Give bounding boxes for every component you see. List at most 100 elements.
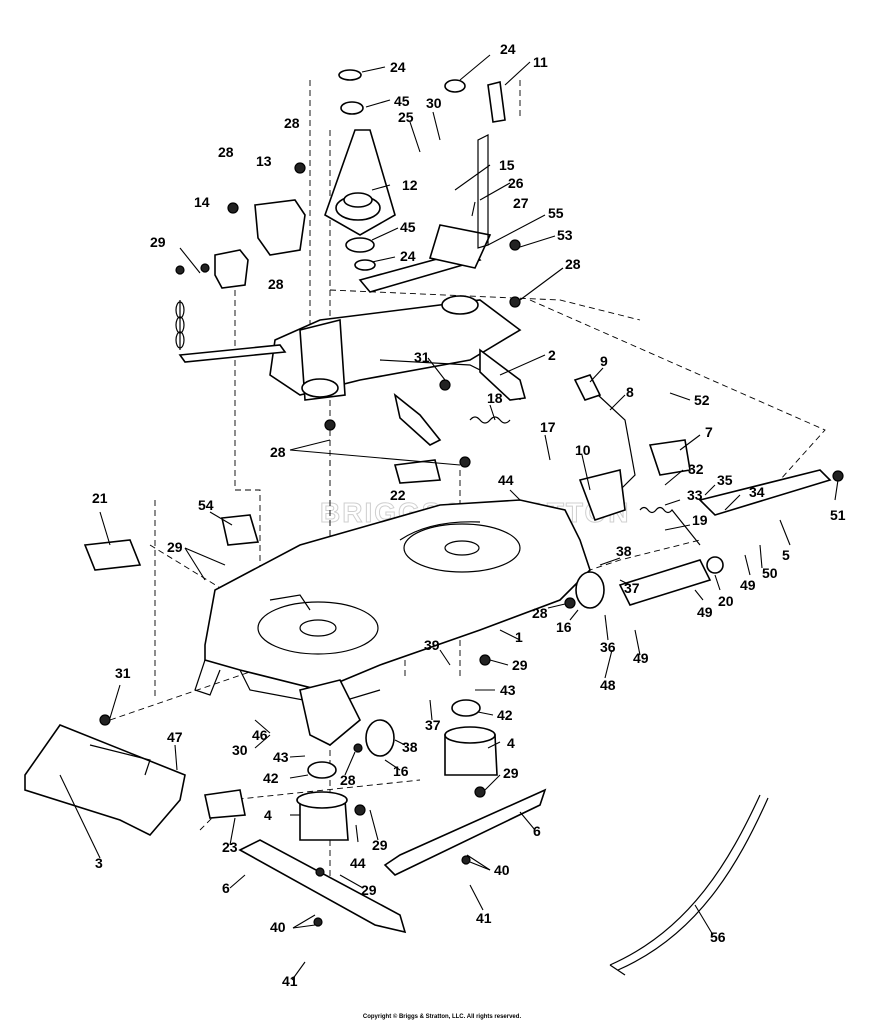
callout-label: 29 [503, 765, 519, 781]
callout-labels: 24 11 24 45 30 25 28 28 15 12 26 13 27 1… [92, 41, 846, 989]
callout-label: 4 [507, 735, 515, 751]
callout-label: 30 [232, 742, 248, 758]
callout-label: 35 [717, 472, 733, 488]
callout-label: 17 [540, 419, 556, 435]
callout-label: 27 [513, 195, 529, 211]
callout-label: 32 [688, 461, 704, 477]
fasteners [99, 162, 844, 927]
callout-label: 45 [400, 219, 416, 235]
callout-label: 24 [400, 248, 416, 264]
decals [83, 459, 442, 819]
callout-label: 37 [425, 717, 441, 733]
callout-label: 31 [414, 349, 430, 365]
blade-spindles [296, 699, 498, 841]
idler-arm [324, 129, 396, 236]
callout-label: 28 [218, 144, 234, 160]
callout-label: 6 [533, 823, 541, 839]
callout-label: 15 [499, 157, 515, 173]
callout-label: 24 [390, 59, 406, 75]
anti-scalp-rollers [299, 571, 605, 757]
lift-lever [573, 374, 636, 522]
callout-label: 11 [533, 54, 548, 70]
callout-label: 51 [830, 507, 846, 523]
callout-label: 24 [500, 41, 516, 57]
callout-label: 25 [398, 109, 414, 125]
callout-label: 29 [512, 657, 528, 673]
callout-label: 20 [718, 593, 734, 609]
callout-label: 28 [270, 444, 286, 460]
callout-label: 44 [350, 855, 366, 871]
assembly-guide-lines [109, 80, 826, 900]
callout-label: 49 [740, 577, 756, 593]
mounting-brackets [214, 199, 306, 289]
callout-label: 16 [393, 763, 409, 779]
callout-label: 28 [284, 115, 300, 131]
callout-label: 28 [565, 256, 581, 272]
callout-label: 8 [626, 384, 634, 400]
mower-blades [238, 788, 547, 934]
copyright-notice: Copyright © Briggs & Stratton, LLC. All … [362, 1014, 522, 1020]
callout-label: 36 [600, 639, 616, 655]
callout-label: 37 [624, 580, 640, 596]
retaining-rings [338, 69, 466, 271]
deck-housing [194, 499, 591, 706]
lift-chain [175, 300, 287, 363]
callout-label: 42 [497, 707, 513, 723]
callout-label: 29 [167, 539, 183, 555]
callout-label: 43 [273, 749, 289, 765]
callout-label: 40 [494, 862, 510, 878]
callout-label: 38 [616, 543, 632, 559]
callout-label: 48 [600, 677, 616, 693]
callout-label: 56 [710, 929, 726, 945]
callout-label: 43 [500, 682, 516, 698]
callout-label: 23 [222, 839, 238, 855]
callout-label: 47 [167, 729, 183, 745]
callout-label: 28 [532, 605, 548, 621]
callout-label: 41 [476, 910, 492, 926]
callout-label: 55 [548, 205, 564, 221]
callout-label: 18 [487, 390, 503, 406]
callout-label: 34 [749, 484, 765, 500]
callout-label: 41 [282, 973, 298, 989]
callout-label: 10 [575, 442, 591, 458]
callout-label: 29 [361, 882, 377, 898]
callout-label: 21 [92, 490, 108, 506]
callout-label: 49 [697, 604, 713, 620]
callout-leaders [59, 54, 839, 981]
callout-label: 53 [557, 227, 573, 243]
bracket-7 [648, 439, 691, 476]
callout-label: 50 [762, 565, 778, 581]
callout-label: 42 [263, 770, 279, 786]
callout-label: 28 [340, 772, 356, 788]
callout-label: 46 [252, 727, 268, 743]
callout-label: 4 [264, 807, 272, 823]
callout-label: 29 [150, 234, 166, 250]
discharge-chute [24, 724, 186, 836]
springs [469, 416, 701, 546]
callout-label: 6 [222, 880, 230, 896]
callout-label: 1 [515, 629, 523, 645]
adjuster-bar [618, 469, 832, 606]
callout-label: 3 [95, 855, 103, 871]
callout-label: 45 [394, 93, 410, 109]
callout-label: 7 [705, 424, 713, 440]
callout-label: 28 [268, 276, 284, 292]
wire-harness [609, 794, 769, 976]
hanger-bracket-assembly [269, 224, 527, 446]
callout-label: 54 [198, 497, 214, 513]
callout-label: 40 [270, 919, 286, 935]
callout-label: 14 [194, 194, 210, 210]
callout-label: 44 [498, 472, 514, 488]
callout-label: 29 [372, 837, 388, 853]
callout-label: 31 [115, 665, 131, 681]
callout-label: 33 [687, 487, 703, 503]
callout-label: 19 [692, 512, 708, 528]
callout-label: 16 [556, 619, 572, 635]
callout-label: 13 [256, 153, 272, 169]
callout-label: 22 [390, 487, 406, 503]
callout-label: 30 [426, 95, 442, 111]
callout-label: 39 [424, 637, 440, 653]
callout-label: 52 [694, 392, 710, 408]
callout-label: 2 [548, 347, 556, 363]
